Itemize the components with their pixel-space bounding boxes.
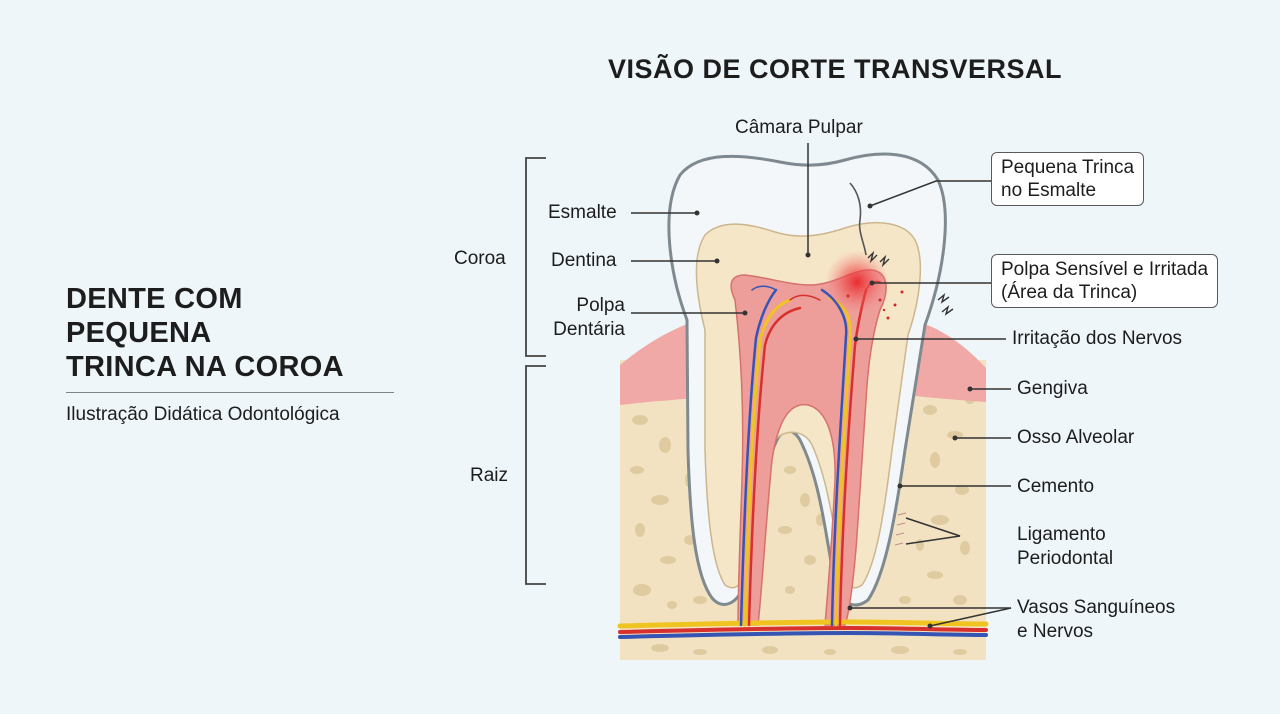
diagram-title: VISÃO DE CORTE TRANSVERSAL xyxy=(608,54,1063,84)
subtitle: Ilustração Didática Odontológica xyxy=(66,404,340,425)
label-alveolar-bone: Osso Alveolar xyxy=(1017,427,1135,448)
label-periodontal-ligament-line-1: Ligamento xyxy=(1017,524,1106,545)
label-pulp-chamber: Câmara Pulpar xyxy=(735,117,863,138)
label-enamel: Esmalte xyxy=(548,202,617,223)
periodontal-ligament xyxy=(894,512,907,546)
enamel-crack xyxy=(849,182,867,256)
section-brackets xyxy=(525,157,546,585)
title-divider xyxy=(66,392,394,393)
leader-lines xyxy=(631,143,1012,627)
label-dentin: Dentina xyxy=(551,250,617,271)
label-dental-pulp-line-2: Dentária xyxy=(553,319,625,340)
label-periodontal-ligament: Ligamento Periodontal xyxy=(1017,523,1113,571)
label-sensitive-pulp-box: Polpa Sensível e Irritada (Área da Trinc… xyxy=(991,254,1219,308)
label-vessels-nerves: Vasos Sanguíneos e Nervos xyxy=(1017,596,1175,644)
label-dental-pulp: Polpa Dentária xyxy=(530,294,625,342)
label-vessels-nerves-line-2: e Nervos xyxy=(1017,621,1094,642)
label-sensitive-pulp-line-1: Polpa Sensível e Irritada xyxy=(1001,259,1209,280)
label-gum: Gengiva xyxy=(1017,378,1088,399)
label-crown: Coroa xyxy=(454,248,506,269)
main-title-line-1: DENTE COM xyxy=(66,283,243,315)
label-dental-pulp-line-1: Polpa xyxy=(576,295,625,316)
irritation-area xyxy=(825,250,889,314)
sensitivity-zigzag-icon xyxy=(867,250,954,316)
label-cementum: Cemento xyxy=(1017,476,1095,497)
main-title: DENTE COM PEQUENA TRINCA NA COROA xyxy=(66,282,344,384)
label-enamel-crack-box: Pequena Trinca no Esmalte xyxy=(991,152,1145,206)
label-root: Raiz xyxy=(470,465,509,486)
label-periodontal-ligament-line-2: Periodontal xyxy=(1017,548,1114,569)
label-vessels-nerves-line-1: Vasos Sanguíneos xyxy=(1017,597,1176,618)
label-nerve-irritation: Irritação dos Nervos xyxy=(1012,328,1183,349)
irritation-dots xyxy=(846,290,904,320)
main-title-line-3: TRINCA NA COROA xyxy=(66,351,344,383)
label-sensitive-pulp-line-2: (Área da Trinca) xyxy=(1001,282,1138,303)
main-title-line-2: PEQUENA xyxy=(66,317,212,349)
label-enamel-crack-line-1: Pequena Trinca xyxy=(1001,157,1135,178)
label-enamel-crack-line-2: no Esmalte xyxy=(1001,180,1097,201)
leader-dots xyxy=(694,203,973,629)
